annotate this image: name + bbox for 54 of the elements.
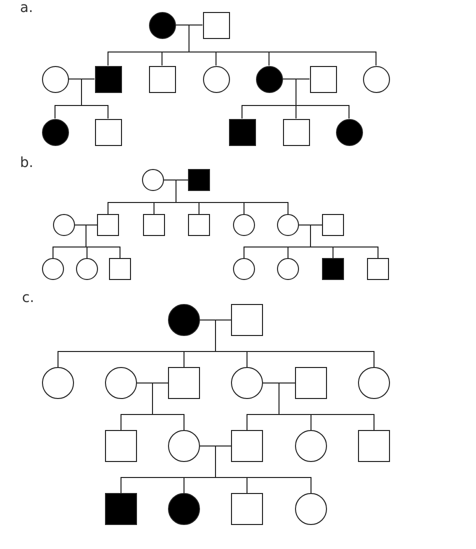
circle-symbol bbox=[277, 214, 299, 236]
square-symbol bbox=[231, 430, 263, 462]
square-symbol bbox=[97, 214, 119, 236]
panel-label: c. bbox=[22, 290, 34, 306]
filled-square-symbol bbox=[188, 169, 210, 191]
square-symbol bbox=[231, 493, 263, 525]
circle-symbol bbox=[277, 258, 299, 280]
square-symbol bbox=[358, 430, 390, 462]
circle-symbol bbox=[168, 430, 200, 462]
pedigree-line bbox=[81, 78, 108, 119]
square-symbol bbox=[105, 430, 137, 462]
circle-symbol bbox=[42, 258, 64, 280]
panel-label: b. bbox=[20, 155, 34, 171]
square-symbol bbox=[168, 367, 200, 399]
filled-circle-symbol bbox=[148, 12, 176, 38]
filled-circle-symbol bbox=[256, 66, 282, 92]
circle-symbol bbox=[76, 258, 98, 280]
circle-symbol bbox=[358, 367, 390, 399]
square-symbol bbox=[94, 118, 122, 146]
circle-symbol bbox=[233, 214, 255, 236]
circle-symbol bbox=[105, 367, 137, 399]
circle-symbol bbox=[53, 214, 75, 236]
filled-square-symbol bbox=[228, 118, 256, 146]
circle-symbol bbox=[42, 367, 74, 399]
square-symbol bbox=[295, 367, 327, 399]
circle-symbol bbox=[142, 169, 164, 191]
circle-symbol bbox=[295, 493, 327, 525]
square-symbol bbox=[282, 118, 310, 146]
square-symbol bbox=[310, 66, 336, 92]
circle-symbol bbox=[233, 258, 255, 280]
square-symbol bbox=[322, 214, 344, 236]
pedigree-line bbox=[86, 224, 120, 258]
filled-circle-symbol bbox=[336, 118, 362, 146]
circle-symbol bbox=[362, 66, 390, 92]
filled-square-symbol bbox=[105, 493, 137, 525]
square-symbol bbox=[367, 258, 389, 280]
filled-circle-symbol bbox=[168, 304, 200, 336]
square-symbol bbox=[109, 258, 131, 280]
circle-symbol bbox=[231, 367, 263, 399]
square-symbol bbox=[143, 214, 165, 236]
pedigree-line bbox=[152, 382, 184, 430]
square-symbol bbox=[231, 304, 263, 336]
pedigree-line bbox=[296, 78, 350, 119]
panel-label: a. bbox=[20, 0, 34, 16]
square-symbol bbox=[188, 214, 210, 236]
circle-symbol bbox=[202, 66, 230, 92]
circle-symbol bbox=[295, 430, 327, 462]
filled-square-symbol bbox=[322, 258, 344, 280]
filled-square-symbol bbox=[94, 66, 122, 92]
square-symbol bbox=[148, 66, 176, 92]
circle-symbol bbox=[42, 66, 68, 92]
square-symbol bbox=[202, 12, 230, 38]
filled-circle-symbol bbox=[168, 493, 200, 525]
filled-circle-symbol bbox=[42, 118, 68, 146]
